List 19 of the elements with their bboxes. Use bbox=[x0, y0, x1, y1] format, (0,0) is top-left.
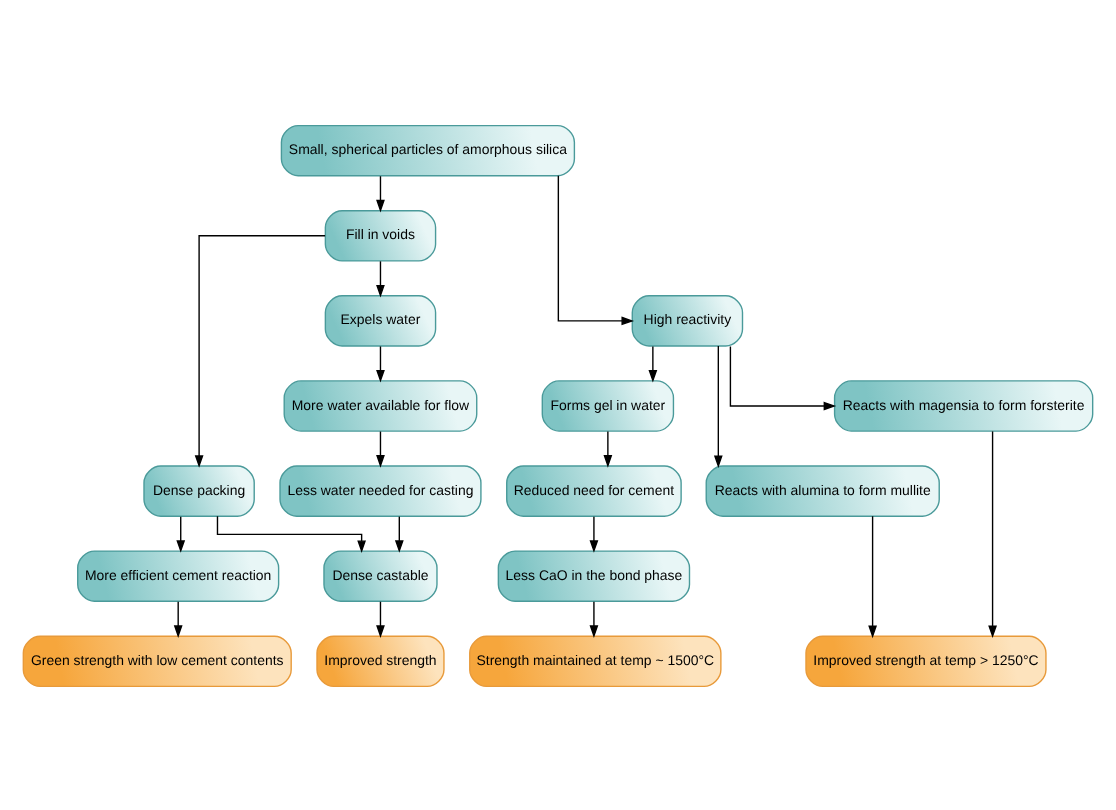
arrow bbox=[868, 514, 877, 638]
arrow bbox=[173, 600, 183, 637]
arrow bbox=[729, 344, 837, 410]
arrow bbox=[194, 234, 326, 467]
arrow bbox=[176, 514, 186, 552]
arrow bbox=[603, 429, 613, 467]
arrow bbox=[216, 514, 367, 553]
arrow bbox=[988, 429, 997, 638]
arrow bbox=[713, 344, 723, 467]
arrow bbox=[376, 429, 385, 467]
arrow bbox=[589, 600, 599, 637]
arrow bbox=[589, 514, 599, 552]
arrow bbox=[648, 344, 658, 382]
arrow bbox=[394, 514, 404, 552]
arrow bbox=[376, 174, 385, 212]
arrow bbox=[376, 259, 385, 297]
arrow bbox=[557, 174, 635, 325]
arrow bbox=[376, 344, 385, 382]
arrow bbox=[376, 600, 385, 637]
